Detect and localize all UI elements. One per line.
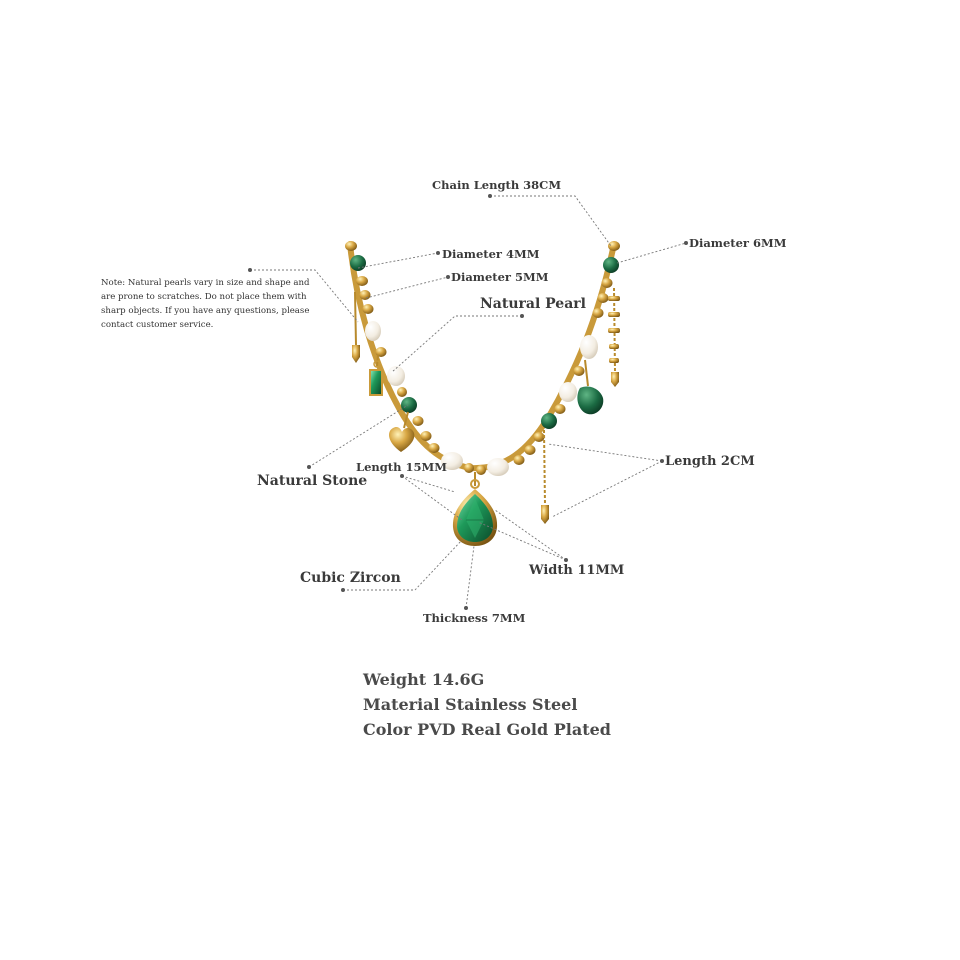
care-note: Note: Natural pearls vary in size and sh… — [101, 278, 310, 330]
cubic-zircon-label: Cubic Zircon — [300, 570, 401, 586]
dangle-right-stone — [577, 359, 604, 415]
leader-dots — [248, 194, 688, 610]
bead-group-right — [476, 241, 620, 476]
malachite-bead — [350, 255, 366, 271]
natural-stone-label: Natural Stone — [257, 473, 368, 489]
pearl-bead — [580, 335, 598, 359]
spec-color: Color PVD Real Gold Plated — [363, 720, 611, 739]
dangle-heart-charm — [389, 411, 415, 452]
dangle-baguette-charm — [369, 354, 383, 396]
pearl-bead — [559, 382, 577, 402]
length-2cm-label: Length 2CM — [665, 454, 755, 469]
length-15mm-label: Length 15MM — [356, 460, 447, 474]
diameter-4mm-label: Diameter 4MM — [442, 247, 540, 261]
thickness-7mm-label: Thickness 7MM — [423, 611, 526, 625]
malachite-bead — [541, 413, 557, 429]
dangle-right-tassel — [608, 287, 620, 387]
specs-block: Weight 14.6G Material Stainless Steel Co… — [363, 667, 611, 742]
diameter-6mm-label: Diameter 6MM — [689, 236, 787, 250]
spec-weight: Weight 14.6G — [363, 670, 485, 689]
diameter-5mm-label: Diameter 5MM — [451, 270, 549, 284]
bead-group-left — [345, 241, 474, 473]
teardrop-pendant — [452, 472, 498, 546]
spec-material: Material Stainless Steel — [363, 695, 578, 714]
width-11mm-label: Width 11MM — [529, 563, 625, 578]
dangle-right-chain — [541, 429, 549, 524]
natural-pearl-label: Natural Pearl — [480, 296, 586, 312]
pearl-bead — [387, 366, 405, 386]
pearl-bead — [365, 321, 381, 341]
chain-length-label: Chain Length 38CM — [432, 178, 562, 192]
pearl-bead — [487, 458, 509, 476]
malachite-bead — [603, 257, 619, 273]
leader-lines — [250, 195, 687, 609]
malachite-bead — [401, 397, 417, 413]
pearl-bead — [441, 452, 463, 470]
